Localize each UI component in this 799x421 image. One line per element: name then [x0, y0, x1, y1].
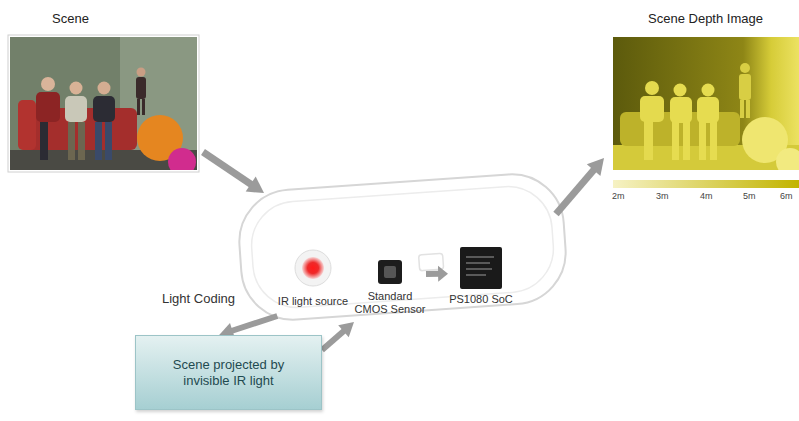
ir-light: [302, 257, 324, 279]
node-text: IR light source: [278, 295, 348, 308]
node-text: Standard CMOS Sensor: [354, 290, 426, 316]
ir-source-node: IR light source: [262, 250, 364, 316]
photo-frame: [8, 35, 199, 172]
process-box: Scene projected by invisible IR light: [135, 335, 322, 410]
stage-label: Light Coding: [162, 291, 235, 306]
scale-tick: 3m: [656, 191, 669, 201]
output-arrow: [556, 158, 604, 214]
scale-tick: 4m: [700, 191, 713, 201]
ir-emitter: [295, 250, 331, 286]
flow-arrow: [426, 266, 448, 282]
flow-arrow: [322, 322, 354, 350]
depth-colorbar: [613, 180, 799, 188]
cmos-sensor-node: Standard CMOS Sensor: [354, 258, 426, 322]
input-arrow: [203, 152, 264, 193]
soc-node: PS1080 SoC: [448, 244, 514, 310]
chip-marking: [466, 256, 494, 276]
scene-photo-node: Scene: [10, 5, 197, 173]
node-text: Scene Depth Image: [648, 11, 763, 27]
scale-tick: 2m: [612, 191, 625, 201]
depth-image: [613, 37, 799, 170]
scale-tick: 6m: [780, 191, 793, 201]
scale-tick: 5m: [743, 191, 756, 201]
depth-image-node: Scene Depth Image: [612, 5, 799, 173]
node-text: Scene: [52, 11, 89, 27]
scene-photo: [10, 37, 197, 170]
sensor-housing: [236, 171, 569, 323]
cmos-sensor: [378, 260, 402, 284]
node-text: PS1080 SoC: [449, 293, 513, 306]
soc-chip: [460, 247, 502, 289]
node-text: Scene projected by invisible IR light: [160, 357, 297, 388]
sensor-lens: [384, 266, 396, 278]
